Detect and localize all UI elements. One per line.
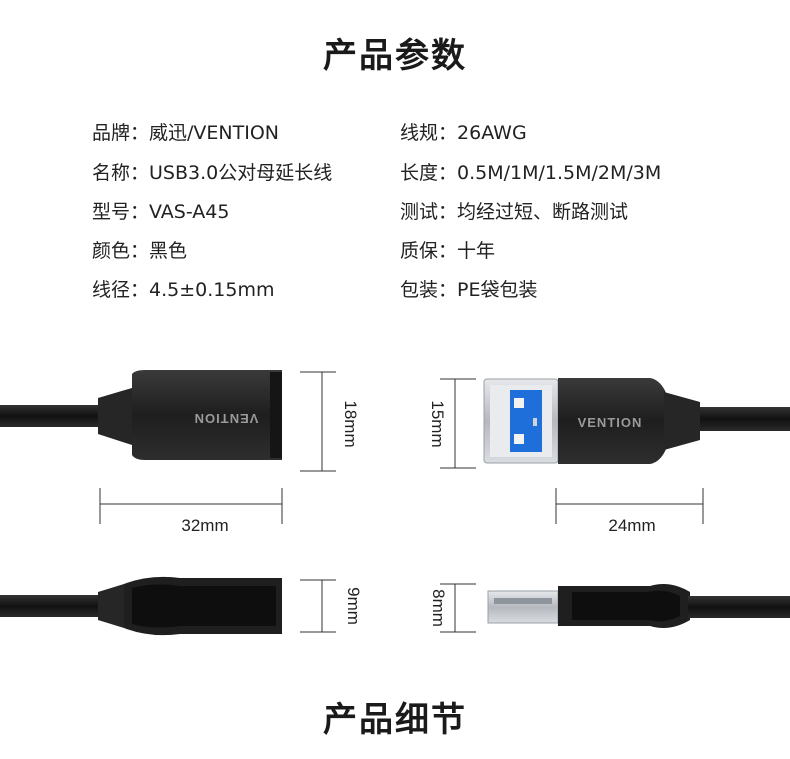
spec-name: 名称：USB3.0公对母延长线 [92, 158, 332, 185]
spec-gauge: 线规：26AWG [400, 118, 527, 145]
spec-warranty: 质保：十年 [400, 236, 495, 263]
spec-package: 包装：PE袋包装 [400, 275, 537, 302]
female-length-dimension: 32mm [99, 488, 283, 535]
male-side-profile [487, 584, 790, 628]
spec-key: 名称： [92, 162, 150, 184]
spec-value: USB3.0公对母延长线 [149, 162, 333, 184]
cable [0, 595, 102, 617]
connector-body [558, 378, 668, 464]
male-height-dimension: 15mm [428, 378, 476, 469]
male-length-dimension: 24mm [555, 488, 704, 535]
cable [700, 407, 790, 431]
female-length-label: 32mm [181, 516, 228, 535]
spec-value: VAS-A45 [149, 201, 230, 223]
male-thickness-dimension: 8mm [429, 583, 476, 633]
spec-value: 均经过短、断路测试 [457, 201, 629, 223]
spec-value: PE袋包装 [457, 279, 538, 301]
cable [688, 596, 790, 618]
spec-test: 测试：均经过短、断路测试 [400, 197, 628, 224]
usb-plug-shell [487, 590, 559, 624]
spec-value: 十年 [457, 240, 496, 262]
spec-key: 质保： [400, 240, 458, 262]
spec-value: 威迅/VENTION [149, 122, 280, 144]
cable [0, 405, 110, 427]
male-height-label: 15mm [428, 400, 447, 447]
spec-value: 4.5±0.15mm [149, 279, 275, 301]
spec-value: 26AWG [457, 122, 527, 144]
spec-key: 线规： [400, 122, 458, 144]
spec-length: 长度：0.5M/1M/1.5M/2M/3M [400, 158, 661, 185]
spec-color: 颜色：黑色 [92, 236, 187, 263]
spec-key: 颜色： [92, 240, 150, 262]
section-title: 产品细节 [323, 700, 467, 740]
female-height-label: 18mm [341, 400, 360, 447]
spec-key: 线径： [92, 279, 150, 301]
brand-logo: VENTION [578, 415, 643, 430]
spec-diameter: 线径：4.5±0.15mm [92, 275, 274, 302]
female-connector: VENTION [0, 370, 282, 460]
female-side-profile [0, 576, 282, 636]
strain-relief [98, 388, 132, 445]
strain-relief [664, 392, 700, 450]
female-thickness-dimension: 9mm [300, 579, 363, 633]
spec-key: 品牌： [92, 122, 150, 144]
male-thickness-label: 8mm [429, 589, 448, 627]
brand-logo: VENTION [194, 411, 259, 426]
spec-brand: 品牌：威迅/VENTION [92, 118, 279, 145]
female-height-dimension: 18mm [300, 371, 360, 472]
spec-key: 长度： [400, 162, 458, 184]
spec-value: 0.5M/1M/1.5M/2M/3M [457, 162, 662, 184]
page-title: 产品参数 [323, 36, 467, 76]
female-thickness-label: 9mm [344, 587, 363, 625]
spec-key: 型号： [92, 201, 150, 223]
spec-key: 包装： [400, 279, 458, 301]
spec-model: 型号：VAS-A45 [92, 197, 229, 224]
spec-value: 黑色 [149, 240, 188, 262]
male-length-label: 24mm [608, 516, 655, 535]
spec-key: 测试： [400, 201, 458, 223]
male-connector: VENTION [483, 378, 790, 464]
connector-body [132, 370, 282, 460]
